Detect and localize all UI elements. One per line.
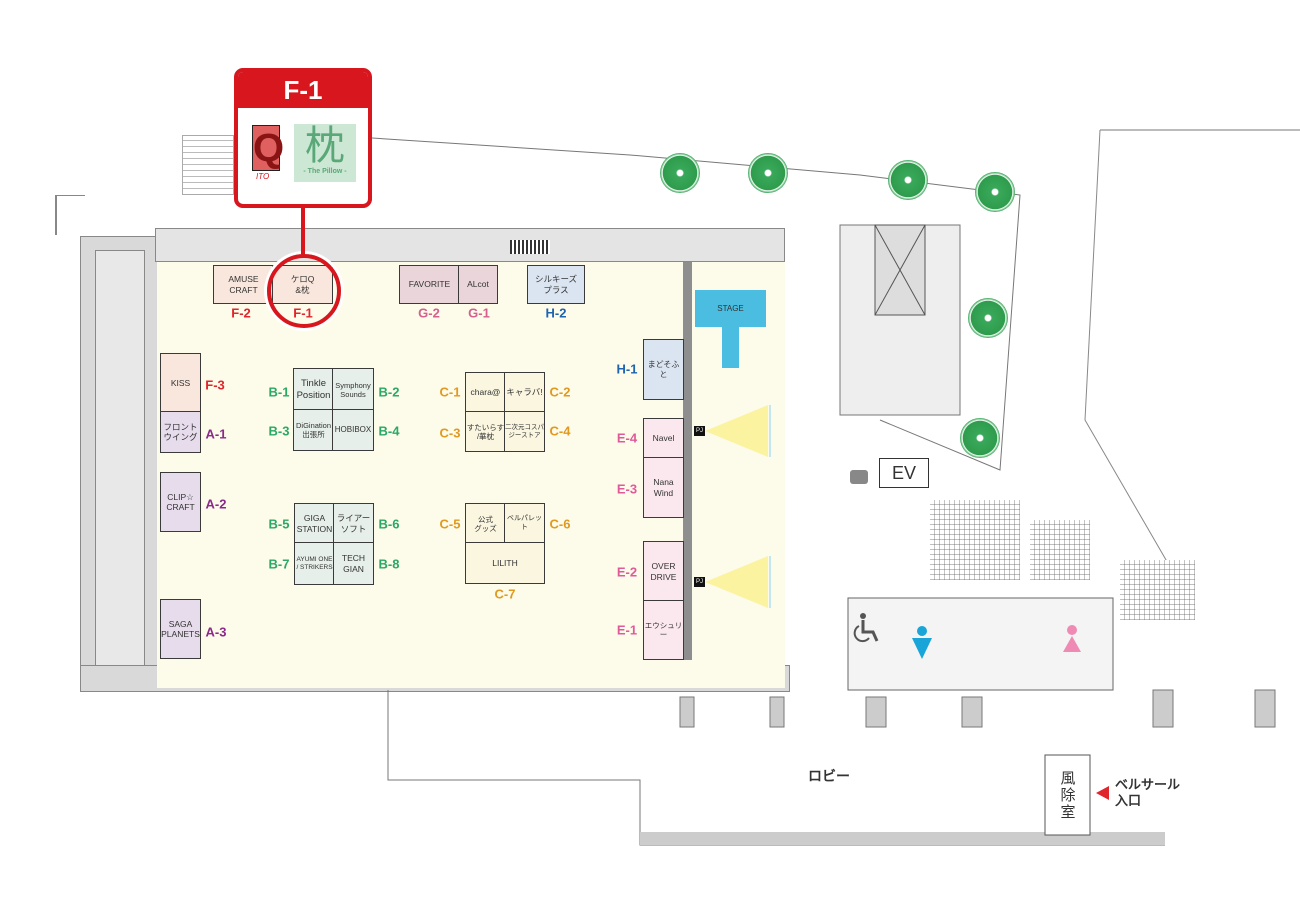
booth-code: E-4 xyxy=(616,430,638,446)
booth-code: B-1 xyxy=(268,384,290,400)
tree-icon xyxy=(888,160,928,200)
tree-icon xyxy=(748,153,788,193)
booth-b-6[interactable]: ライアー ソフト xyxy=(333,503,374,544)
booth-code: C-5 xyxy=(439,516,461,532)
booth-code: B-8 xyxy=(378,556,400,572)
tree-icon xyxy=(960,418,1000,458)
booth-code: A-2 xyxy=(205,496,227,512)
booth-code: B-2 xyxy=(378,384,400,400)
projection-beams xyxy=(705,405,771,608)
tree-icon xyxy=(660,153,700,193)
booth-code: C-1 xyxy=(439,384,461,400)
booth-h-1[interactable]: まどそふと xyxy=(643,339,684,400)
booth-code: F-3 xyxy=(205,377,225,393)
makura-logo-sub: - The Pillow - xyxy=(303,168,347,175)
projector-icon: PJ xyxy=(694,426,705,436)
makura-logo: 枕 - The Pillow - xyxy=(294,124,356,182)
booth-g-2[interactable]: FAVORITE xyxy=(399,265,460,304)
booth-g-1[interactable]: ALcot xyxy=(458,265,498,304)
booth-code: B-4 xyxy=(378,423,400,439)
booth-code: B-7 xyxy=(268,556,290,572)
booth-b-7[interactable]: AYUMI ONE / STRIKERS xyxy=(294,542,335,585)
booth-b-4[interactable]: HOBIBOX xyxy=(332,409,374,451)
kero-q-logo-sub: ITO xyxy=(256,172,270,181)
stage: STAGE xyxy=(695,290,766,327)
booth-c-3[interactable]: すたいらす /華枕 xyxy=(465,411,506,452)
windbreak-room-label: 風 除 室 xyxy=(1060,770,1076,821)
booth-code: G-1 xyxy=(468,305,490,321)
booth-code: H-2 xyxy=(545,305,567,321)
booth-code: C-4 xyxy=(549,423,571,439)
booth-code: E-2 xyxy=(616,564,638,580)
booth-e-1[interactable]: エウシュリー xyxy=(643,600,684,660)
booth-code: E-1 xyxy=(616,622,638,638)
booth-h-2[interactable]: シルキーズ プラス xyxy=(527,265,585,304)
booth-code: A-3 xyxy=(205,624,227,640)
booth-code: A-1 xyxy=(205,426,227,442)
stage-runway xyxy=(722,327,739,368)
entrance-label[interactable]: ベルサール 入口 xyxy=(1115,777,1181,808)
lobby-label: ロビー xyxy=(808,768,850,784)
booth-c-1[interactable]: chara@ xyxy=(465,372,506,413)
callout-f-1[interactable]: F-1 Q ITO 枕 - The Pillow - xyxy=(234,68,372,208)
booth-f-3[interactable]: KISS xyxy=(160,353,201,413)
booth-b-2[interactable]: Symphony Sounds xyxy=(332,368,374,411)
booth-code: G-2 xyxy=(418,305,440,321)
partition-wall xyxy=(683,262,692,660)
booth-c-5[interactable]: 公式 グッズ xyxy=(465,503,506,544)
booth-a-3[interactable]: SAGA PLANETS xyxy=(160,599,201,659)
booth-code: E-3 xyxy=(616,481,638,497)
booth-c-7[interactable]: LILITH xyxy=(465,542,545,584)
booth-e-3[interactable]: Nana Wind xyxy=(643,457,684,518)
booth-c-6[interactable]: ベルパレット xyxy=(504,503,545,544)
booth-a-1[interactable]: フロント ウイング xyxy=(160,411,201,453)
booth-code: B-6 xyxy=(378,516,400,532)
tree-icon xyxy=(968,298,1008,338)
booth-code: C-3 xyxy=(439,425,461,441)
locker-icon xyxy=(850,470,868,484)
booth-e-4[interactable]: Navel xyxy=(643,418,684,459)
booth-b-8[interactable]: TECH GIAN xyxy=(333,542,374,585)
booth-code: F-2 xyxy=(231,305,251,321)
elevator: EV xyxy=(879,458,929,488)
entrance-arrow-icon xyxy=(1096,786,1109,800)
booth-b-5[interactable]: GIGA STATION xyxy=(294,503,335,544)
tree-icon xyxy=(975,172,1015,212)
highlight-circle xyxy=(267,254,341,328)
booth-code: C-7 xyxy=(494,586,516,602)
booth-e-2[interactable]: OVER DRIVE xyxy=(643,541,684,602)
booth-code: B-5 xyxy=(268,516,290,532)
womens-restroom-icon xyxy=(1063,625,1081,652)
projector-icon: PJ xyxy=(694,577,705,587)
booth-b-1[interactable]: Tinkle Position xyxy=(293,368,334,411)
mens-restroom-icon xyxy=(912,626,932,659)
booth-code: C-2 xyxy=(549,384,571,400)
booth-f-2[interactable]: AMUSE CRAFT xyxy=(213,265,274,304)
booth-code: C-6 xyxy=(549,516,571,532)
makura-logo-glyph: 枕 xyxy=(305,123,345,169)
booth-code: B-3 xyxy=(268,423,290,439)
booth-a-2[interactable]: CLIP☆ CRAFT xyxy=(160,472,201,532)
booth-c-2[interactable]: キャラバ! xyxy=(504,372,545,413)
booth-c-4[interactable]: 二次元コスパ ジーストア xyxy=(504,411,545,452)
callout-code: F-1 xyxy=(238,72,368,108)
booth-b-3[interactable]: DiGination 出張所 xyxy=(293,409,334,451)
kero-q-logo: Q xyxy=(252,125,285,171)
callout-connector xyxy=(301,206,305,255)
wheelchair-icon xyxy=(853,613,879,643)
booth-code: H-1 xyxy=(616,361,638,377)
